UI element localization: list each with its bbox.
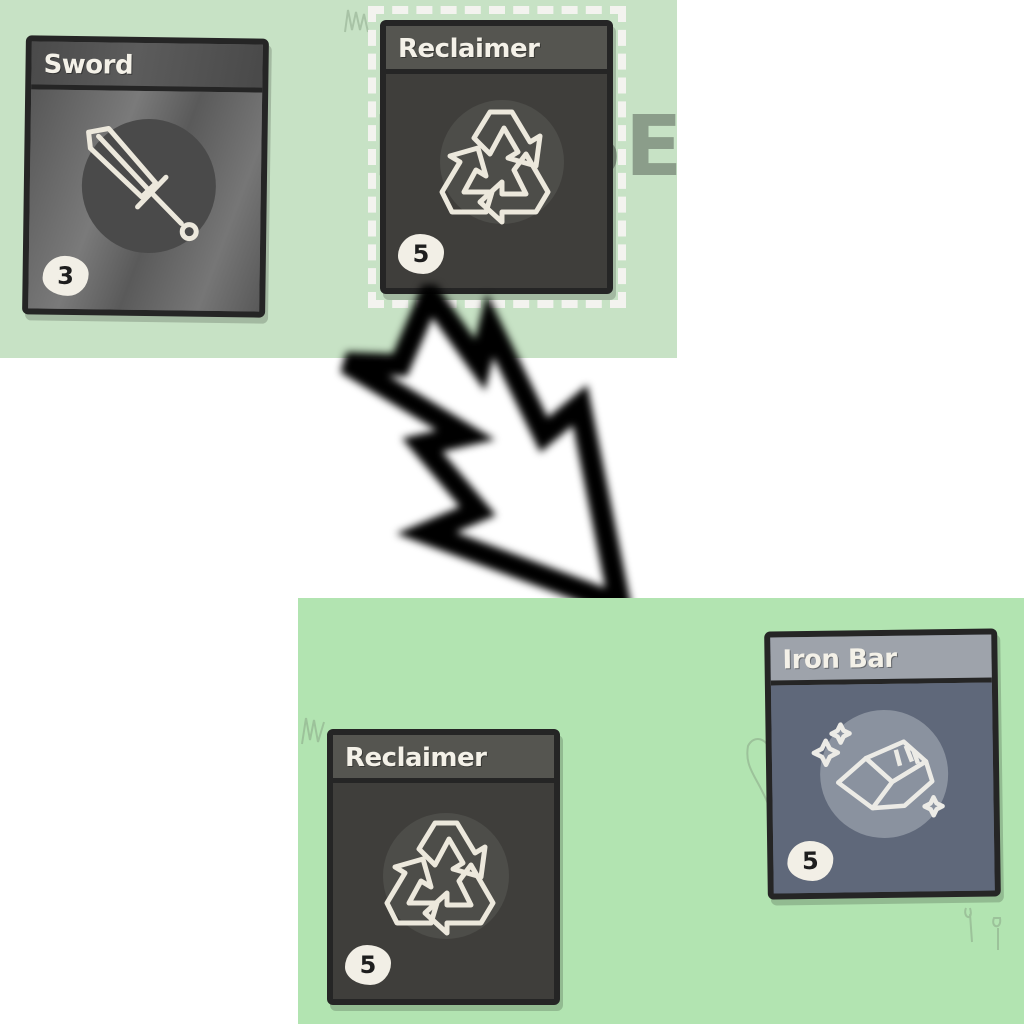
card-value-badge: 5 — [345, 945, 391, 985]
tree-doodle — [964, 907, 1002, 950]
iron-bar-card[interactable]: Iron Bar 5 — [764, 628, 1001, 900]
recycle-icon — [439, 109, 551, 225]
card-art: 5 — [386, 74, 607, 288]
card-title: Iron Bar — [770, 634, 992, 686]
card-value-badge: 5 — [787, 840, 834, 882]
card-art: 5 — [333, 783, 554, 999]
recycle-icon — [384, 820, 496, 936]
card-art: 3 — [28, 89, 263, 312]
card-title: Sword — [31, 41, 263, 93]
sword-icon — [86, 125, 199, 242]
sword-card[interactable]: Sword 3 — [22, 35, 269, 318]
reclaimer-card[interactable]: Reclaimer 5 — [380, 20, 613, 294]
transition-arrow — [330, 272, 640, 623]
card-selection-outline — [368, 6, 626, 308]
grass-doodle — [344, 9, 369, 33]
card-art: 5 — [770, 682, 995, 894]
reclaimer-card[interactable]: Reclaimer 5 — [327, 729, 560, 1005]
card-value-badge: 3 — [42, 255, 89, 297]
iron-bar-icon — [811, 722, 945, 818]
card-title: Reclaimer — [333, 735, 554, 783]
lightning-arrow-icon — [340, 272, 635, 623]
card-title: Reclaimer — [386, 26, 607, 74]
grass-doodle — [301, 717, 325, 745]
card-value-badge: 5 — [398, 234, 444, 274]
